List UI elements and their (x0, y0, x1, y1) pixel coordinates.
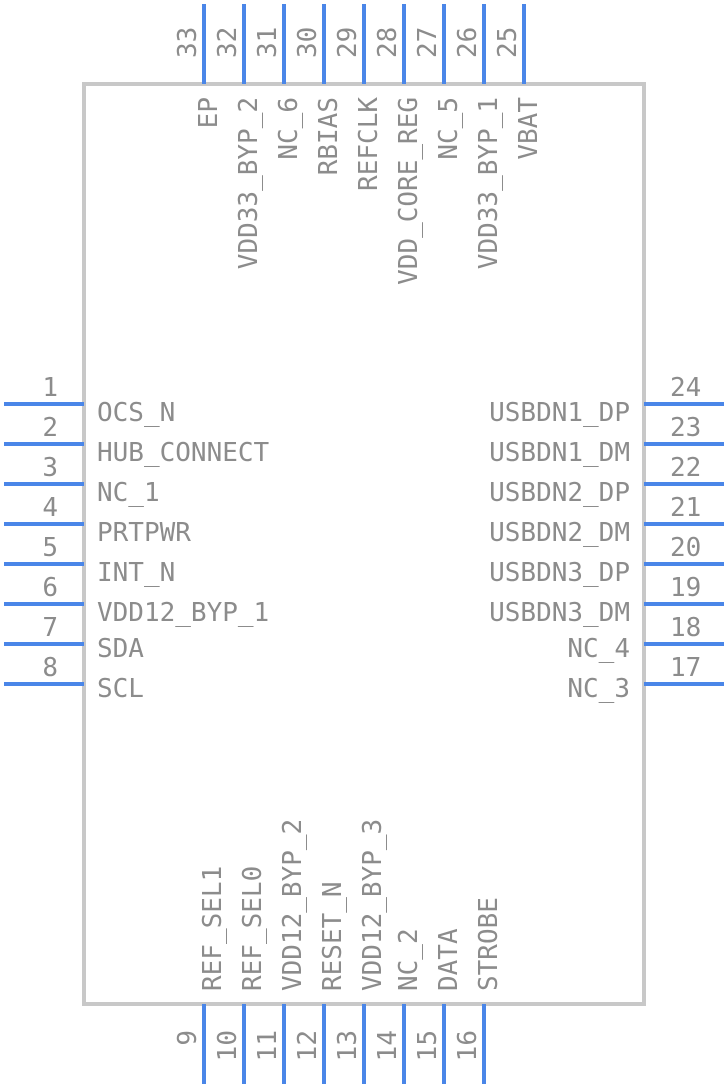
pin-18-name: NC_4 (567, 634, 630, 664)
pin-30-number: 30 (293, 27, 323, 58)
pin-29-number: 29 (333, 27, 363, 58)
pin-5-name: INT_N (97, 558, 175, 588)
pin-group: 1OCS_N2HUB_CONNECT3NC_14PRTPWR5INT_N6VDD… (4, 4, 724, 1084)
pin-21-name: USBDN2_DM (489, 518, 630, 548)
pin-27-number: 27 (413, 27, 443, 58)
pin-16-name: STROBE (474, 897, 504, 991)
pin-26-number: 26 (453, 27, 483, 58)
pin-20-number: 20 (670, 533, 701, 563)
pin-9-name: REF_SEL1 (198, 866, 228, 991)
pin-2-number: 2 (42, 413, 58, 443)
pin-1-number: 1 (42, 373, 58, 403)
pin-14-name: NC_2 (394, 928, 424, 991)
pin-14-number: 14 (373, 1030, 403, 1061)
pin-16-number: 16 (453, 1030, 483, 1061)
pin-7-number: 7 (42, 613, 58, 643)
pin-25-number: 25 (493, 27, 523, 58)
pin-33-name: EP (194, 97, 224, 128)
pin-17-number: 17 (670, 653, 701, 683)
pin-32-name: VDD33_BYP_2 (234, 97, 264, 269)
pin-23-number: 23 (670, 413, 701, 443)
pin-11-name: VDD12_BYP_2 (278, 819, 308, 991)
pin-31-number: 31 (253, 27, 283, 58)
pin-19-name: USBDN3_DM (489, 598, 630, 628)
pin-4-number: 4 (42, 493, 58, 523)
pin-10-name: REF_SEL0 (238, 866, 268, 991)
pin-22-name: USBDN2_DP (489, 478, 630, 508)
pin-32-number: 32 (213, 27, 243, 58)
pin-5-number: 5 (42, 533, 58, 563)
pin-24-name: USBDN1_DP (489, 398, 630, 428)
pin-28-number: 28 (373, 27, 403, 58)
pin-8-name: SCL (97, 674, 144, 704)
pin-19-number: 19 (670, 573, 701, 603)
pin-6-number: 6 (42, 573, 58, 603)
pin-12-name: RESET_N (318, 881, 348, 991)
pin-10-number: 10 (213, 1030, 243, 1061)
pin-6-name: VDD12_BYP_1 (97, 598, 269, 628)
pin-11-number: 11 (253, 1030, 283, 1061)
pin-26-name: VDD33_BYP_1 (474, 97, 504, 269)
pin-18-number: 18 (670, 613, 701, 643)
pin-25-name: VBAT (514, 97, 544, 160)
component-body (82, 82, 646, 1006)
pin-27-name: NC_5 (434, 97, 464, 160)
pin-20-name: USBDN3_DP (489, 558, 630, 588)
pin-31-name: NC_6 (274, 97, 304, 160)
pin-3-name: NC_1 (97, 478, 160, 508)
pin-15-name: DATA (434, 928, 464, 991)
pin-8-number: 8 (42, 653, 58, 683)
pin-33-number: 33 (173, 27, 203, 58)
pin-13-name: VDD12_BYP_3 (358, 819, 388, 991)
pin-29-name: REFCLK (354, 97, 384, 191)
pin-13-number: 13 (333, 1030, 363, 1061)
pin-22-number: 22 (670, 453, 701, 483)
pin-9-number: 9 (173, 1030, 203, 1046)
pin-1-name: OCS_N (97, 398, 175, 428)
pin-23-name: USBDN1_DM (489, 438, 630, 468)
pin-30-name: RBIAS (314, 97, 344, 175)
pin-28-name: VDD_CORE_REG (394, 97, 424, 285)
pin-3-number: 3 (42, 453, 58, 483)
pin-24-number: 24 (670, 373, 701, 403)
pin-12-number: 12 (293, 1030, 323, 1061)
pin-2-name: HUB_CONNECT (97, 438, 270, 468)
pin-17-name: NC_3 (567, 674, 630, 704)
pin-15-number: 15 (413, 1030, 443, 1061)
pin-4-name: PRTPWR (97, 518, 191, 548)
pin-21-number: 21 (670, 493, 701, 523)
pin-7-name: SDA (97, 634, 144, 664)
